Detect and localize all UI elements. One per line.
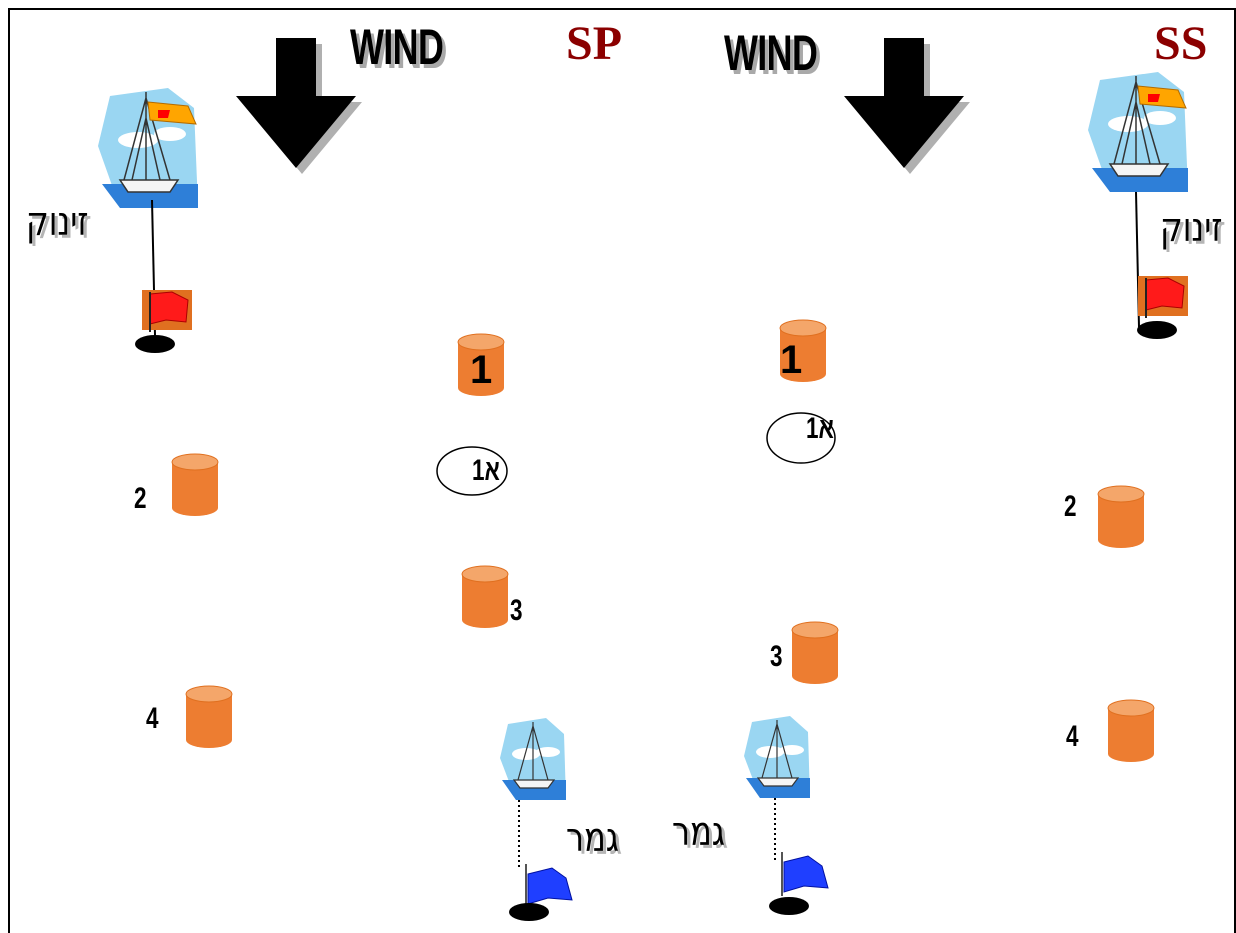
buoy-icon — [171, 453, 219, 517]
finish-label: גמר — [672, 809, 725, 855]
mark-3-label: 3 — [770, 640, 783, 673]
finish-line — [774, 798, 776, 860]
buoy-icon — [1097, 485, 1145, 549]
mark-4-label: 4 — [146, 702, 159, 735]
buoy-icon — [185, 685, 233, 749]
mark-1a-label: 1א — [472, 454, 500, 487]
wind-arrow-icon — [236, 38, 362, 174]
anchor-ellipse-icon — [509, 903, 549, 921]
sailboat-icon — [97, 87, 199, 209]
wind-label: WIND — [724, 25, 818, 81]
course-code-label: SP — [566, 17, 623, 70]
red-flag-icon — [141, 289, 193, 333]
finish-label: גמר — [566, 815, 619, 861]
mark-1a-ring — [436, 446, 508, 496]
course-code-label: SS — [1154, 17, 1208, 70]
buoy-icon — [461, 565, 509, 629]
finish-line — [518, 800, 520, 868]
mark-1a-ring — [766, 412, 836, 464]
anchor-ellipse-icon — [1137, 321, 1177, 339]
wind-arrow-icon — [844, 38, 970, 174]
mark-4-label: 4 — [1066, 720, 1079, 753]
sailboat-icon — [743, 715, 811, 799]
mark-1a-label: 1א — [806, 412, 834, 445]
start-label: זינוק — [1160, 205, 1223, 251]
mark-1-label: 1 — [780, 338, 803, 382]
mark-3-label: 3 — [510, 594, 523, 627]
blue-flag-icon — [781, 851, 829, 897]
start-label: זינוק — [26, 199, 89, 245]
sailboat-icon — [499, 717, 567, 801]
anchor-ellipse-icon — [769, 897, 809, 915]
wind-label: WIND — [350, 19, 444, 75]
mark-1-label: 1 — [470, 348, 493, 392]
buoy-icon — [791, 621, 839, 685]
mark-2-label: 2 — [1064, 490, 1077, 523]
red-flag-icon — [1137, 275, 1189, 319]
anchor-ellipse-icon — [135, 335, 175, 353]
mark-2-label: 2 — [134, 482, 147, 515]
sailboat-icon — [1087, 71, 1189, 193]
buoy-icon — [1107, 699, 1155, 763]
